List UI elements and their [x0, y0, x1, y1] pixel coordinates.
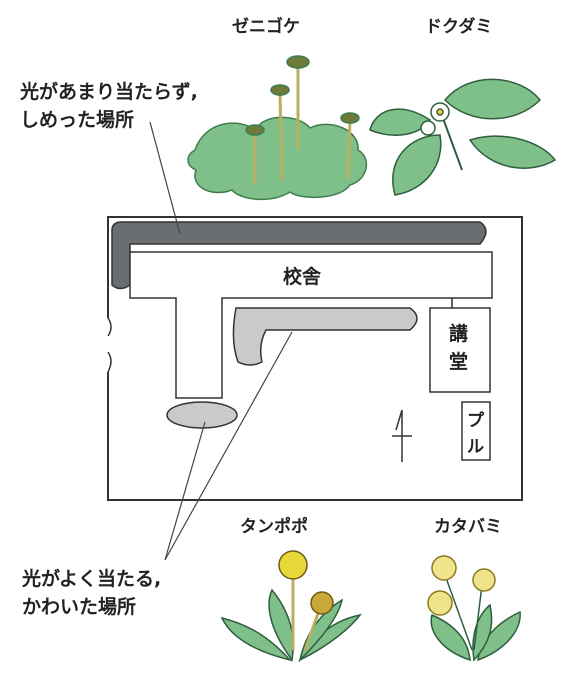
- dokudami-illustration: [369, 78, 557, 196]
- tanpopo-label: タンポポ: [240, 516, 308, 537]
- school-building-label: 校舎: [283, 265, 322, 288]
- dokudami-label: ドクダミ: [425, 16, 492, 37]
- zenigoke-label: ゼニゴケ: [232, 16, 300, 37]
- pool-label-2: ル: [467, 437, 484, 457]
- auditorium-label-2: 堂: [449, 351, 468, 373]
- pool-label-1: プ: [467, 410, 485, 431]
- pool: [461, 401, 491, 461]
- shaded-damp-area: [111, 221, 487, 290]
- auditorium-label-1: 講: [449, 322, 468, 345]
- sun-callout-line1: 光がよく当たる,: [21, 567, 161, 590]
- school-building: [129, 251, 493, 399]
- shade-callout-line2: しめった場所: [20, 109, 134, 131]
- zenigoke-illustration: [187, 55, 368, 201]
- katabami-illustration: [427, 555, 521, 662]
- katabami-label: カタバミ: [434, 517, 502, 537]
- sunny-dry-area-2: [166, 401, 238, 429]
- school-grounds-boundary: [107, 216, 523, 501]
- sun-callout-line2: かわいた場所: [22, 596, 136, 618]
- north-arrow-icon: [392, 409, 412, 462]
- tanpopo-illustration: [220, 550, 362, 663]
- shade-callout-line1: 光があまり当たらず,: [19, 80, 198, 103]
- auditorium: [429, 307, 491, 393]
- callout-leader-lines: [149, 121, 293, 561]
- sunny-dry-area-1: [232, 307, 418, 366]
- gate-marks: [107, 317, 112, 373]
